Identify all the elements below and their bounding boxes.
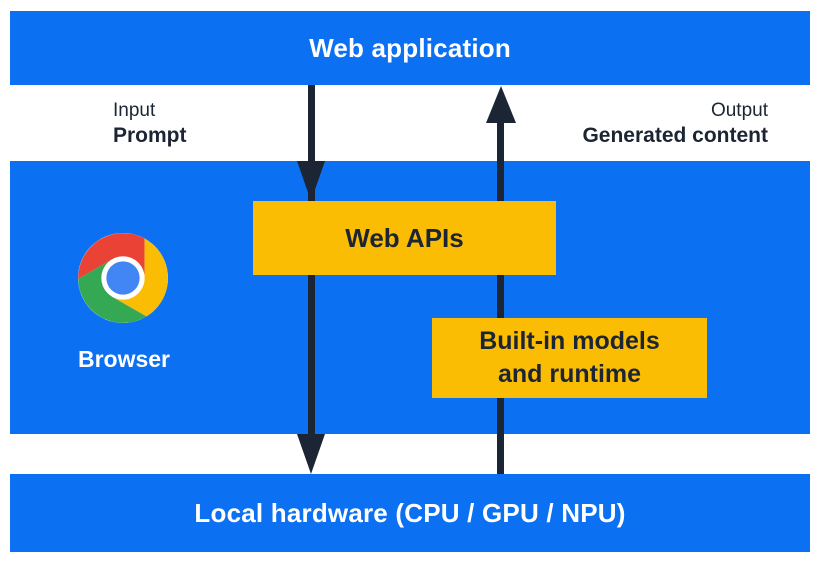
up-arrow-line bbox=[497, 120, 504, 474]
builtin-models-box: Built-in models and runtime bbox=[432, 318, 707, 398]
down-arrowhead-into-web-apis bbox=[297, 161, 325, 201]
web-apis-label: Web APIs bbox=[345, 222, 464, 253]
browser-label: Browser bbox=[77, 346, 171, 372]
input-caption: Input bbox=[113, 100, 156, 121]
output-caption: Output bbox=[710, 100, 768, 121]
web-application-bar: Web application bbox=[10, 11, 810, 85]
web-application-label: Web application bbox=[309, 32, 511, 63]
down-arrowhead-into-hardware bbox=[297, 434, 325, 474]
builtin-models-label-line2: and runtime bbox=[497, 360, 642, 388]
output-value: Generated content bbox=[582, 124, 768, 147]
local-hardware-bar: Local hardware (CPU / GPU / NPU) bbox=[10, 474, 810, 552]
web-apis-box: Web APIs bbox=[253, 201, 556, 275]
builtin-models-label-line1: Built-in models bbox=[479, 327, 660, 355]
input-label-group: Input Prompt bbox=[113, 99, 187, 149]
chrome-icon bbox=[78, 233, 168, 323]
up-arrowhead-into-web-application bbox=[486, 86, 516, 123]
local-hardware-label: Local hardware (CPU / GPU / NPU) bbox=[194, 497, 626, 528]
output-label-group: Output Generated content bbox=[582, 99, 768, 149]
input-value: Prompt bbox=[113, 124, 187, 147]
